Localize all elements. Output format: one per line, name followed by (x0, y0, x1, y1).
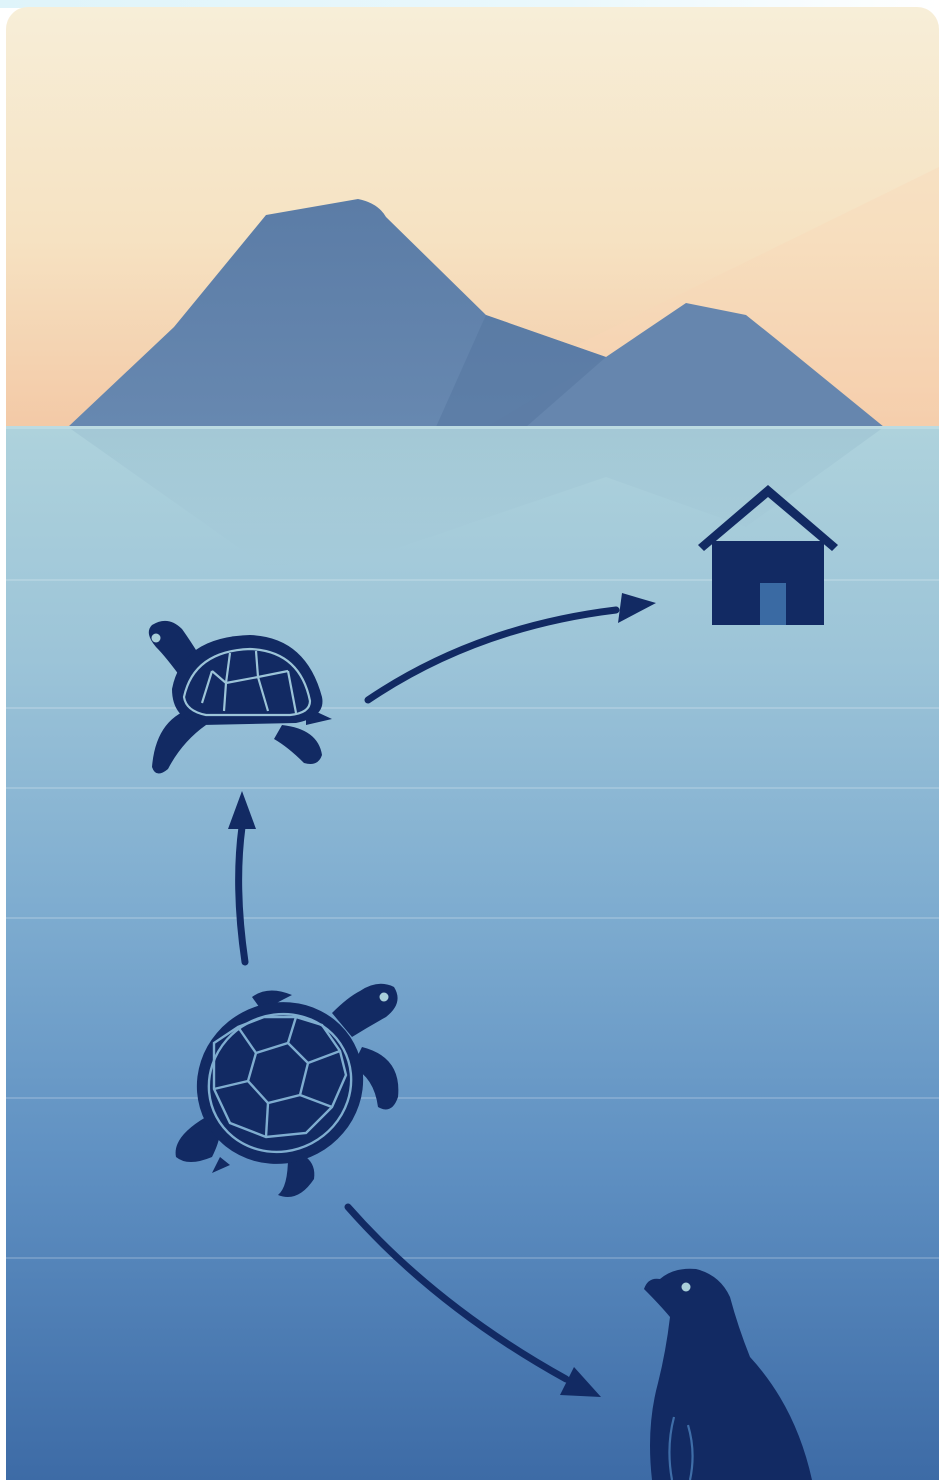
horizon-line (6, 426, 939, 429)
scene-svg (6, 7, 939, 1480)
illustration-card (6, 7, 939, 1480)
house-door (760, 583, 786, 625)
